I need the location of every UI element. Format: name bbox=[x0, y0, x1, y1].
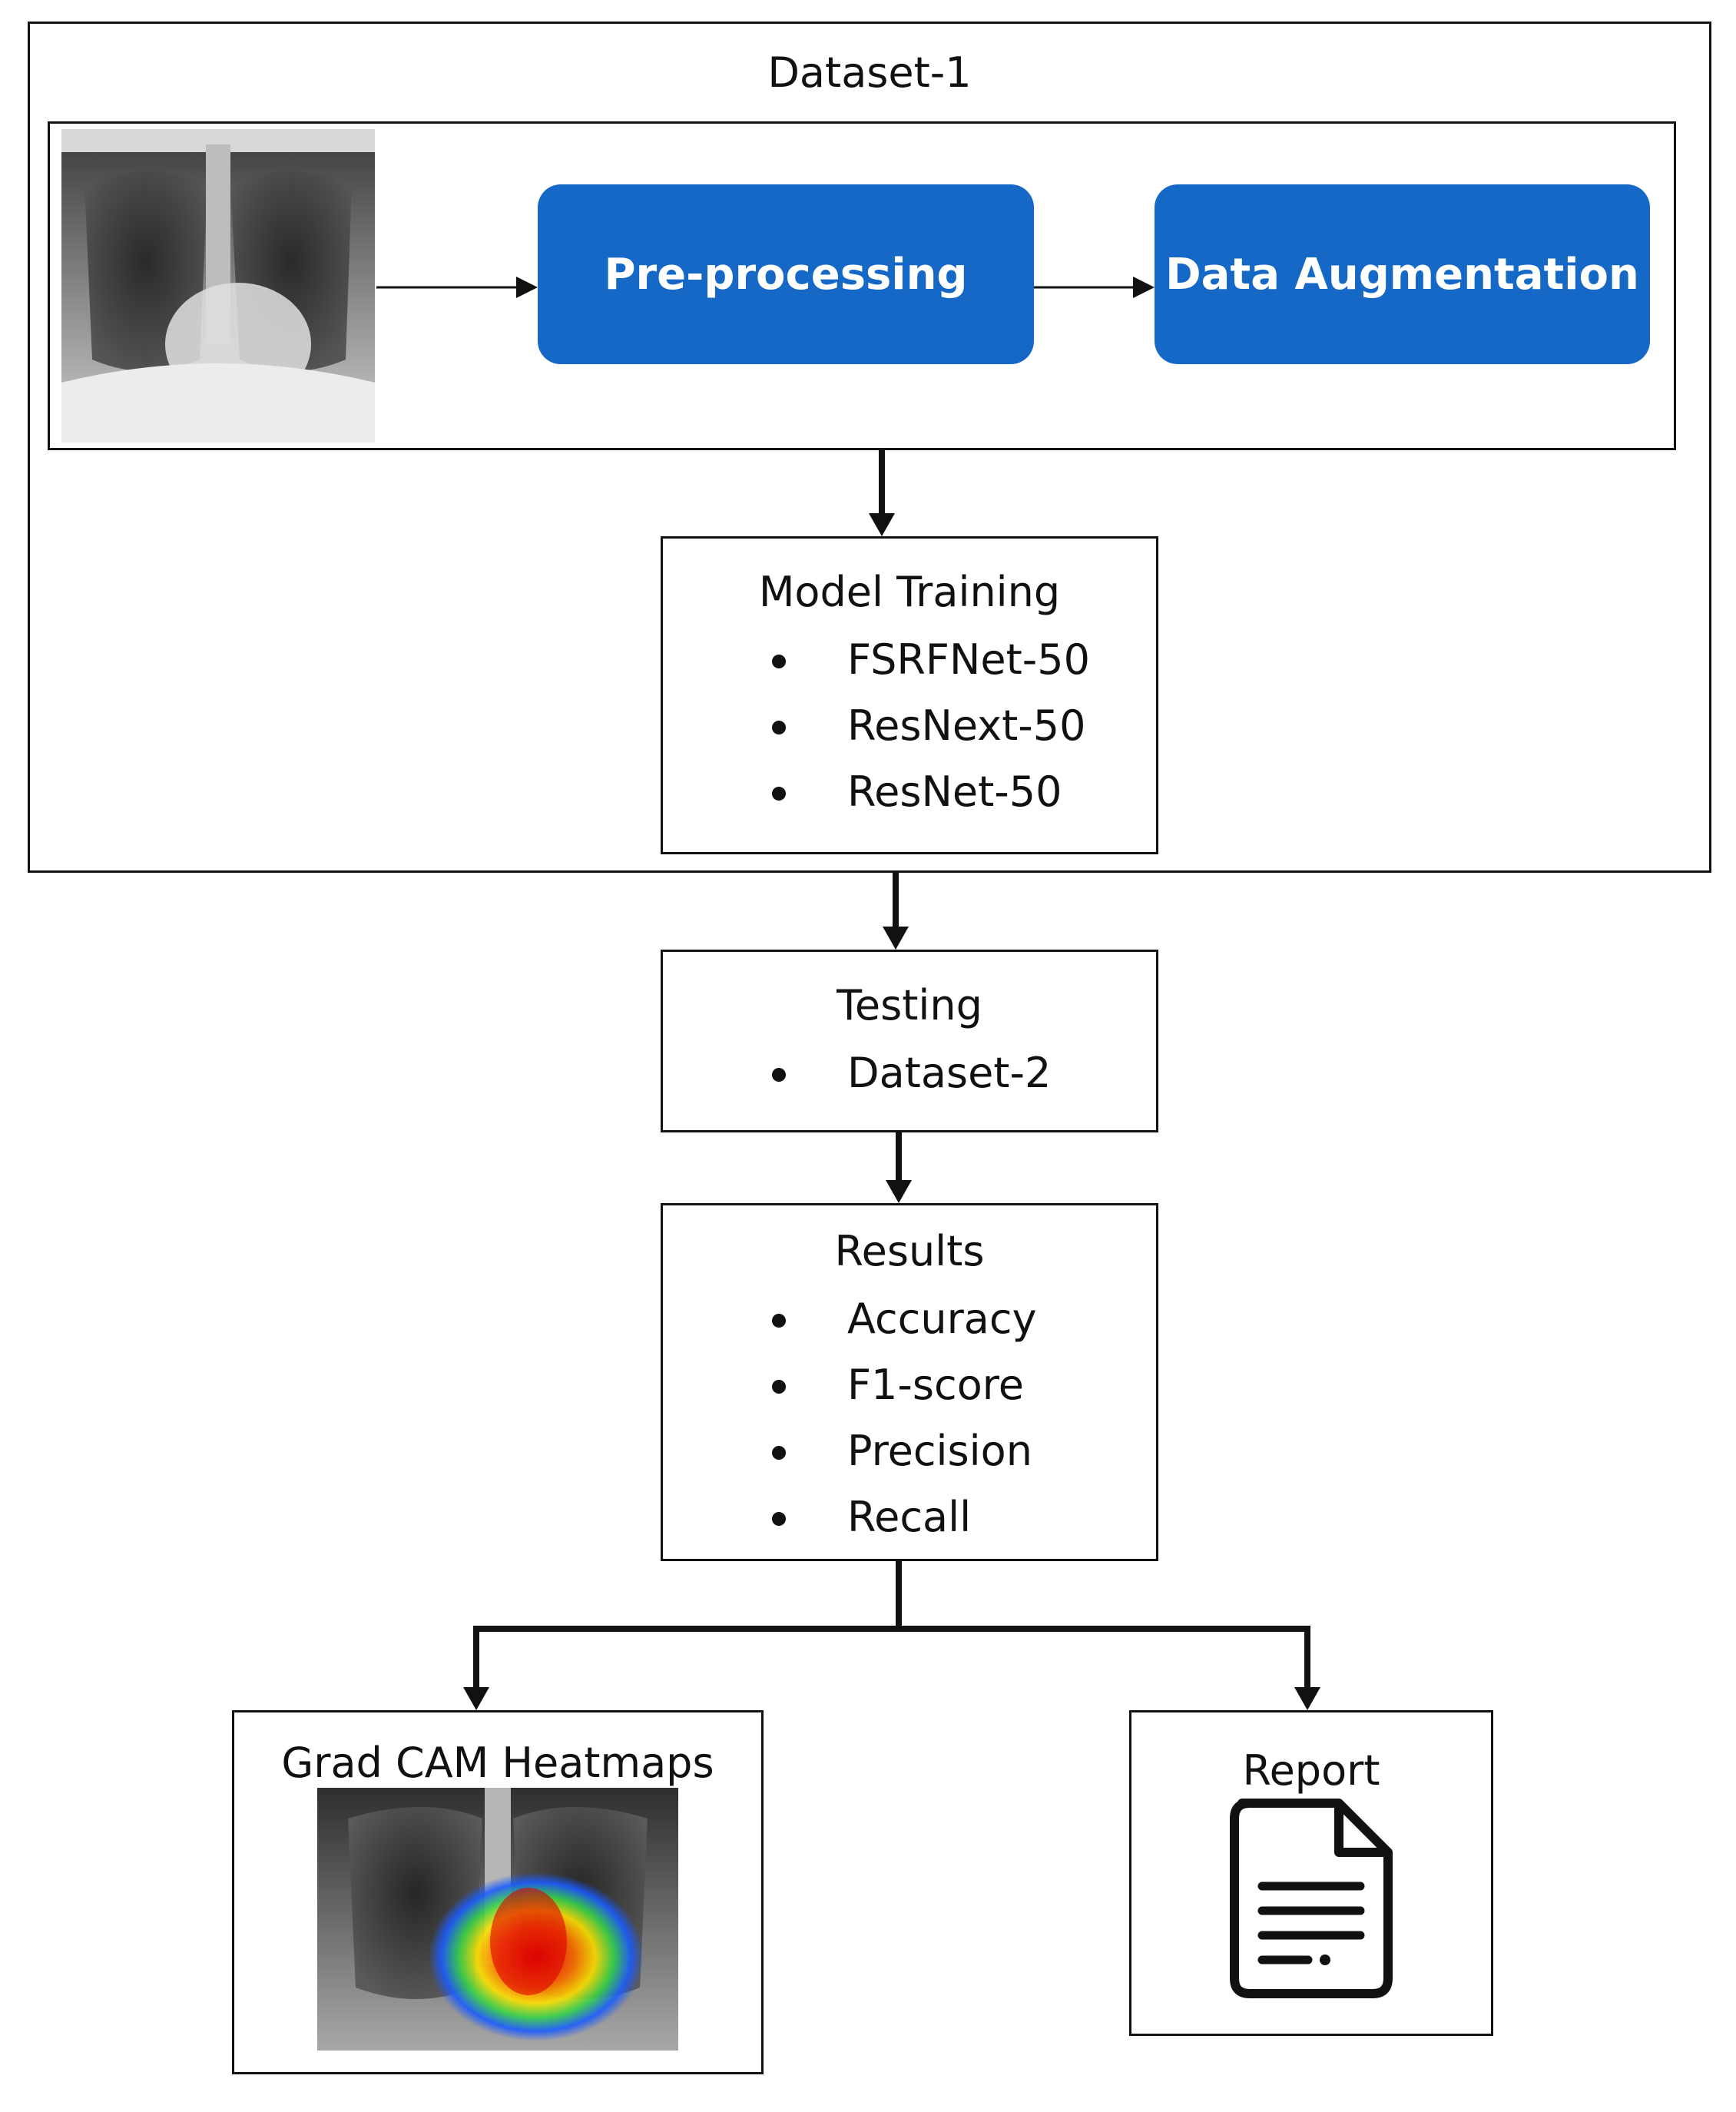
gradcam-box: Grad CAM Heatmaps bbox=[232, 1710, 764, 2074]
testing-title: Testing bbox=[837, 981, 982, 1029]
list-item: F1-score bbox=[772, 1352, 1037, 1418]
list-item: Precision bbox=[772, 1418, 1037, 1484]
list-item: Dataset-2 bbox=[772, 1040, 1051, 1106]
testing-box: Testing Dataset-2 bbox=[661, 950, 1158, 1132]
results-list: Accuracy F1-score Precision Recall bbox=[772, 1286, 1037, 1550]
xray-image bbox=[61, 129, 375, 443]
dataset-1-title: Dataset-1 bbox=[767, 48, 972, 97]
data-augmentation-step: Data Augmentation bbox=[1155, 184, 1650, 364]
preprocessing-step: Pre-processing bbox=[538, 184, 1034, 364]
document-icon bbox=[1224, 1795, 1399, 2001]
testing-list: Dataset-2 bbox=[772, 1040, 1051, 1106]
list-item: ResNext-50 bbox=[772, 693, 1090, 759]
gradcam-title: Grad CAM Heatmaps bbox=[281, 1739, 714, 1787]
model-training-title: Model Training bbox=[758, 568, 1061, 616]
model-training-box: Model Training FSRFNet-50 ResNext-50 Res… bbox=[661, 536, 1158, 854]
heatmap-image bbox=[317, 1788, 678, 2051]
results-title: Results bbox=[834, 1227, 985, 1275]
list-item: Accuracy bbox=[772, 1286, 1037, 1352]
model-training-list: FSRFNet-50 ResNext-50 ResNet-50 bbox=[772, 627, 1090, 825]
report-title: Report bbox=[1242, 1746, 1380, 1795]
list-item: Recall bbox=[772, 1484, 1037, 1550]
list-item: ResNet-50 bbox=[772, 759, 1090, 825]
list-item: FSRFNet-50 bbox=[772, 627, 1090, 693]
results-box: Results Accuracy F1-score Precision Reca… bbox=[661, 1203, 1158, 1561]
report-box: Report bbox=[1129, 1710, 1493, 2036]
